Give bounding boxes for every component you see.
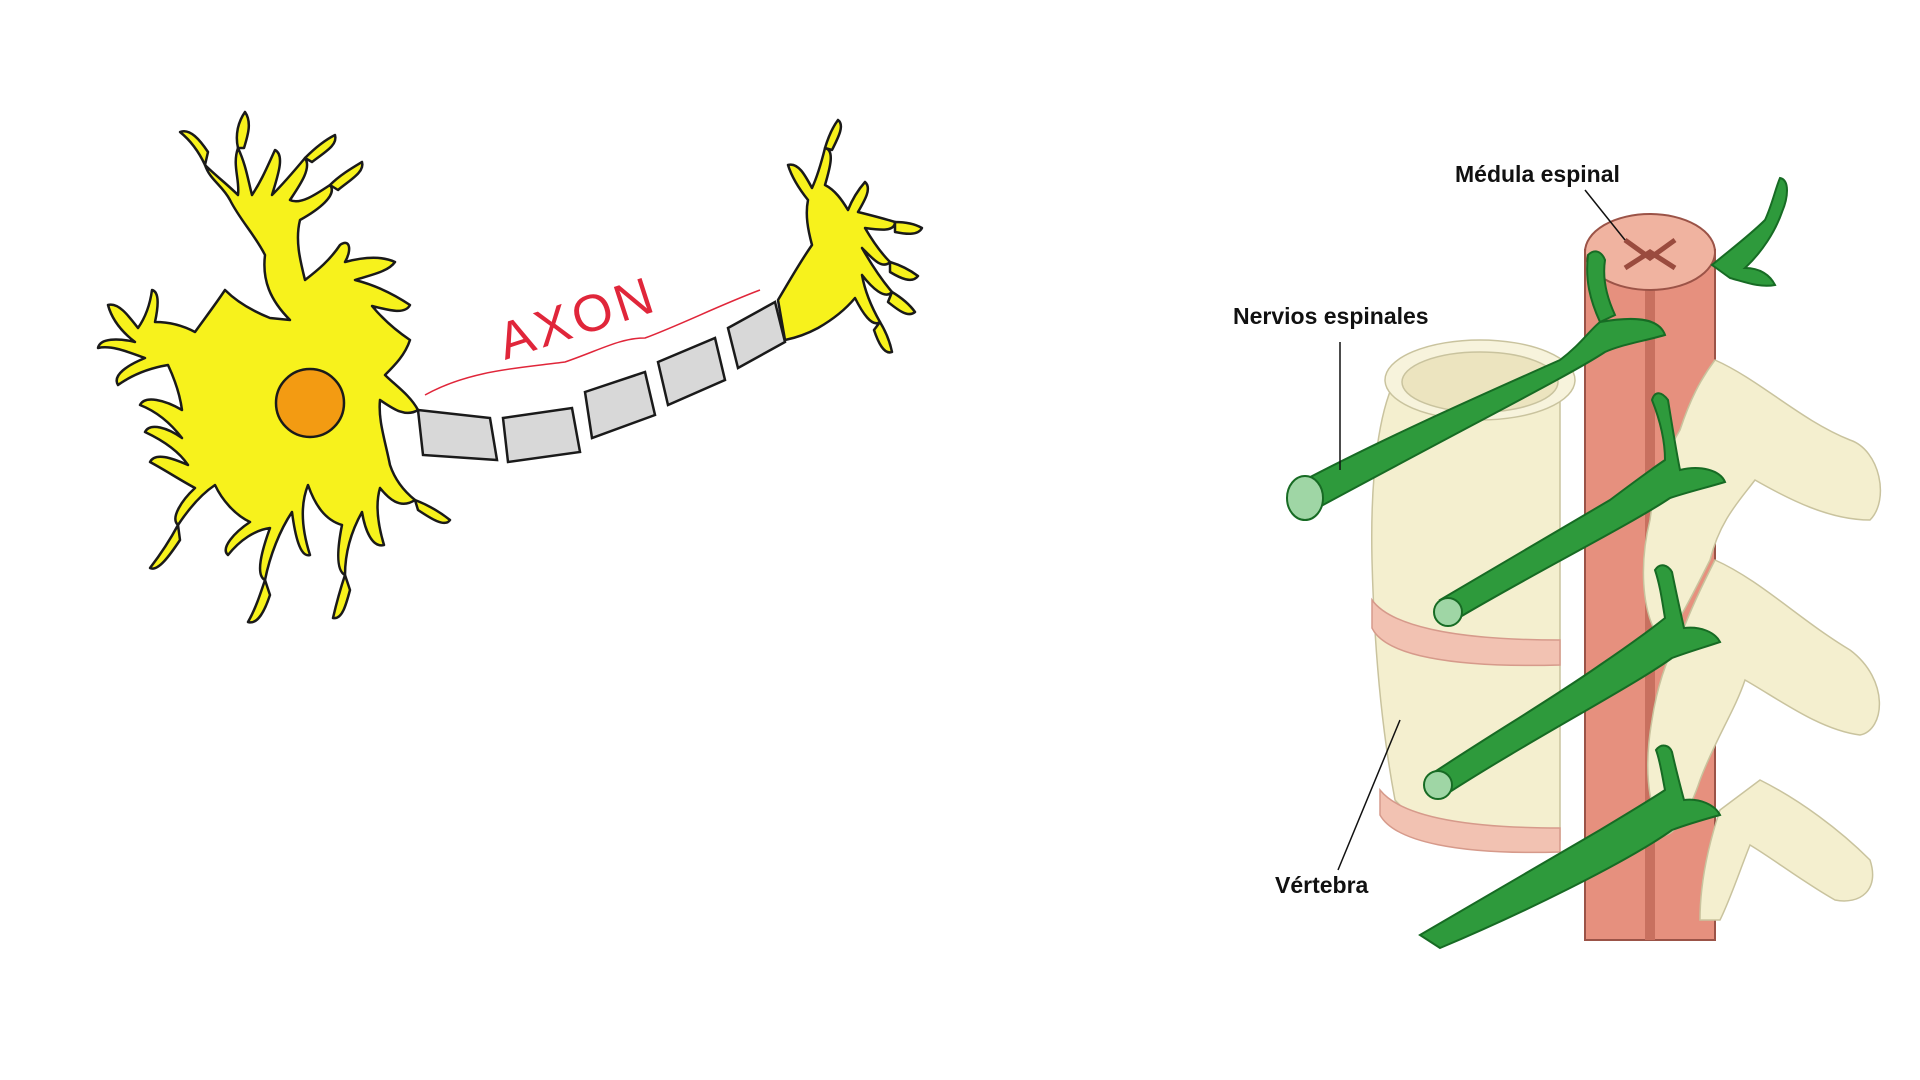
myelin-segment xyxy=(583,370,657,440)
spinal-nerve xyxy=(1293,317,1667,514)
spinal-nerve xyxy=(1438,392,1727,622)
spinal-nerve xyxy=(1418,744,1722,950)
nerve-cut-end xyxy=(1286,475,1324,521)
label-vertebra: Vértebra xyxy=(1275,872,1369,898)
myelin-segment xyxy=(501,406,582,464)
vertebral-processes xyxy=(1642,359,1882,921)
neuron-nucleus xyxy=(274,367,346,439)
spinal-nerve xyxy=(1586,250,1617,324)
intervertebral-disc xyxy=(1371,597,1561,854)
myelin-sheath xyxy=(416,300,787,464)
leader-spinal-cord xyxy=(1584,189,1626,241)
myelin-segment xyxy=(416,408,499,462)
axon-terminal xyxy=(776,118,924,354)
nerve-cut-end xyxy=(1423,770,1453,800)
axon-bracket xyxy=(424,289,761,396)
label-spinal-nerves: Nervios espinales xyxy=(1233,303,1429,329)
spinal-nerve xyxy=(1710,176,1788,287)
label-spinal-cord: Médula espinal xyxy=(1455,161,1620,187)
leader-vertebra xyxy=(1337,719,1401,871)
myelin-segment xyxy=(726,300,787,370)
leader-lines xyxy=(1337,189,1626,871)
myelin-segment xyxy=(656,336,727,407)
nerve-cut-end xyxy=(1433,597,1463,627)
spinal-nerves xyxy=(1286,176,1788,950)
spinal-nerve xyxy=(1428,564,1722,797)
